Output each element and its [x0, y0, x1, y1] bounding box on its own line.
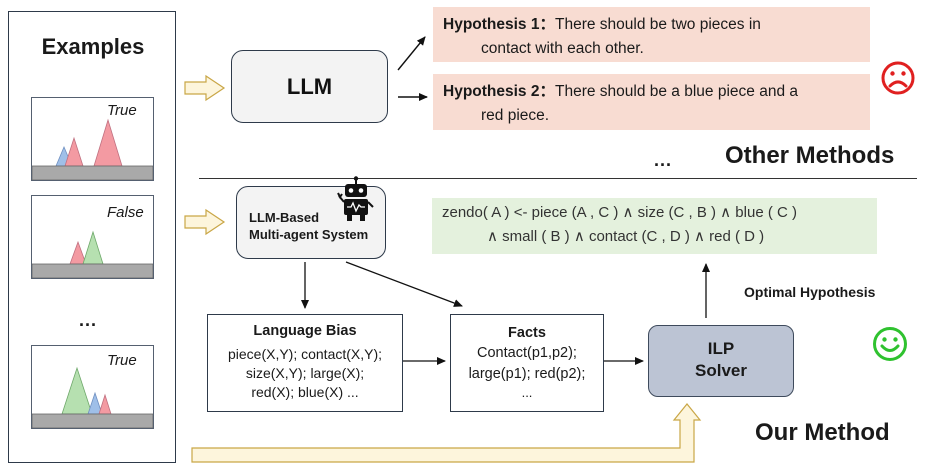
optimal-hypothesis-box: zendo( A ) <- piece (A , C ) ∧ size (C ,…: [432, 198, 877, 254]
example-label-2: False: [107, 204, 144, 221]
ilp-solver-box: ILP Solver: [648, 325, 794, 397]
section-separator: [199, 178, 917, 180]
other-methods-title: Other Methods: [725, 142, 895, 169]
optimal-hypothesis-line2: ∧ small ( B ) ∧ contact (C , D ) ∧ red (…: [487, 228, 765, 245]
mas-label: LLM-Based Multi-agent System: [249, 209, 368, 243]
llm-label: LLM: [286, 73, 333, 99]
sad-face-icon: [881, 61, 915, 95]
block-arrow-to-llm: [184, 74, 226, 102]
facts-box: Facts Contact(p1,p2); large(p1); red(p2)…: [450, 314, 604, 412]
hypothesis-2-line1: There should be a blue piece and a: [554, 83, 798, 100]
example-2-peaks: [32, 230, 153, 278]
hypothesis-1-line2: contact with each other.: [481, 40, 644, 57]
robot-icon: [337, 176, 374, 221]
hypothesis-2-line2: red piece.: [481, 107, 550, 124]
mas-label-line2: Multi-agent System: [249, 227, 369, 242]
hypothesis-2: Hypothesis 2：There should be a blue piec…: [433, 74, 870, 130]
example-label-3: True: [107, 352, 137, 369]
examples-panel: Examples True False ... True: [8, 11, 176, 463]
hypothesis-2-prefix: Hypothesis 2：: [443, 83, 555, 100]
hypothesis-1-prefix: Hypothesis 1：: [443, 16, 555, 33]
multi-agent-system-box: LLM-Based Multi-agent System: [236, 186, 386, 259]
our-method-title: Our Method: [755, 419, 890, 446]
block-arrow-to-mas: [184, 208, 226, 236]
example-card-3: True: [31, 345, 154, 429]
mas-label-line1: LLM-Based: [249, 210, 320, 225]
facts-line-3: ...: [521, 385, 533, 400]
language-bias-box: Language Bias piece(X,Y); contact(X,Y); …: [207, 314, 403, 412]
language-bias-title: Language Bias: [253, 323, 357, 339]
examples-ellipsis: ...: [79, 310, 98, 330]
block-arrow-to-ilp: [191, 403, 702, 463]
ilp-line2: Solver: [695, 361, 747, 380]
hypothesis-1: Hypothesis 1：There should be two pieces …: [433, 7, 870, 62]
language-bias-line-3: red(X); blue(X) ...: [251, 384, 359, 400]
ilp-line1: ILP: [707, 339, 735, 358]
example-label-1: True: [107, 102, 137, 119]
language-bias-line-1: piece(X,Y); contact(X,Y);: [227, 346, 383, 362]
optimal-hypothesis-label: Optimal Hypothesis: [744, 284, 876, 300]
arrow-mas-to-facts: [345, 261, 463, 307]
optimal-hypothesis-line1: zendo( A ) <- piece (A , C ) ∧ size (C ,…: [442, 204, 797, 221]
hypotheses-ellipsis: ...: [654, 150, 673, 170]
example-card-1: True: [31, 97, 154, 181]
example-3-peaks: [32, 366, 153, 428]
example-1-peaks: [32, 118, 153, 180]
facts-line-2: large(p1); red(p2);: [468, 366, 586, 382]
hypothesis-1-line1: There should be two pieces in: [554, 16, 761, 33]
examples-title: Examples: [41, 34, 145, 59]
example-card-2: False: [31, 195, 154, 279]
happy-face-icon: [873, 327, 907, 361]
language-bias-line-2: size(X,Y); large(X);: [245, 365, 365, 381]
facts-line-1: Contact(p1,p2);: [477, 345, 577, 361]
llm-box: LLM: [231, 50, 388, 123]
arrow-llm-to-hyp1: [397, 36, 426, 71]
facts-title: Facts: [508, 325, 546, 341]
